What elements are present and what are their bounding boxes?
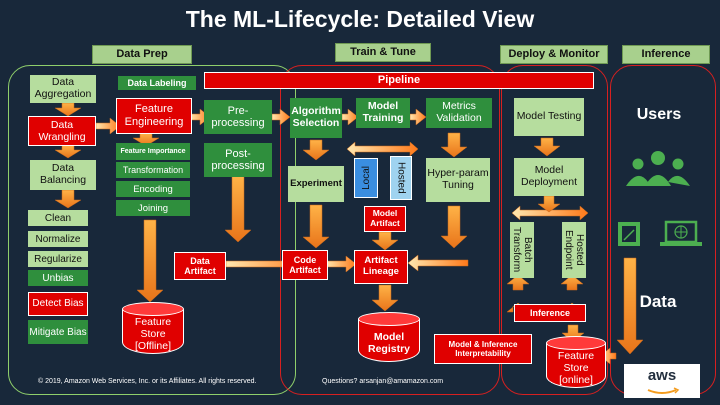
train-tune-region bbox=[280, 65, 500, 395]
metrics-validation-box: Metrics Validation bbox=[426, 98, 492, 128]
normalize-box: Normalize bbox=[28, 231, 88, 247]
model-training-box: Model Training bbox=[356, 98, 410, 128]
pipeline-bar: Pipeline bbox=[204, 72, 594, 89]
regularize-box: Regularize bbox=[28, 251, 88, 267]
header-inference: Inference bbox=[622, 45, 710, 64]
data-balancing-box: Data Balancing bbox=[30, 160, 96, 190]
code-artifact-box: Code Artifact bbox=[282, 250, 328, 280]
arrow-model-artifact-lineage bbox=[371, 231, 399, 251]
model-testing-box: Model Testing bbox=[514, 98, 584, 136]
arrow-postproc-data-artifact bbox=[224, 175, 252, 243]
data-prep-region bbox=[8, 65, 296, 395]
feature-store-offline-label: Feature Store [Offline] bbox=[122, 309, 184, 354]
data-artifact-box: Data Artifact bbox=[174, 252, 226, 280]
arrow-fs-offline bbox=[136, 219, 164, 303]
arrow-deploy-split bbox=[511, 205, 589, 221]
feature-store-online-label: Feature Store [online] bbox=[546, 343, 606, 388]
arrow-experiment-code bbox=[302, 204, 330, 249]
batch-transform-box: Batch Transform bbox=[510, 222, 534, 278]
mitigate-bias-box: Mitigate Bias bbox=[28, 320, 88, 344]
arrow-balancing-clean bbox=[54, 189, 82, 209]
deploy-monitor-region bbox=[501, 65, 608, 395]
interpretability-box: Model & Inference Interpretability bbox=[434, 334, 532, 364]
model-artifact-box: Model Artifact bbox=[364, 206, 406, 232]
arrow-tuning-lineage bbox=[440, 205, 468, 249]
local-label: Local bbox=[360, 166, 372, 190]
arrow-testing-deployment bbox=[533, 137, 561, 157]
detect-bias-box: Detect Bias bbox=[28, 292, 88, 316]
arrow-hosted-back bbox=[346, 141, 419, 157]
arrow-batch-up bbox=[506, 274, 530, 291]
arrow-train-experiment bbox=[302, 139, 330, 161]
aws-logo-text: aws bbox=[647, 367, 677, 384]
aws-logo: aws bbox=[624, 364, 700, 398]
experiment-box: Experiment bbox=[288, 166, 344, 202]
users-label: Users bbox=[636, 106, 682, 123]
clean-box: Clean bbox=[28, 210, 88, 226]
arrow-code-lineage bbox=[325, 255, 357, 273]
joining-box: Joining bbox=[116, 200, 190, 216]
data-labeling-box: Data Labeling bbox=[118, 76, 196, 90]
feature-store-offline-cylinder: Feature Store [Offline] bbox=[122, 302, 184, 354]
hosted-endpoint-box: Hosted Endpoint bbox=[562, 222, 586, 278]
arrow-hosted-up bbox=[560, 274, 584, 291]
hyperparam-tuning-box: Hyper-param Tuning bbox=[426, 158, 490, 202]
header-deploy-monitor: Deploy & Monitor bbox=[500, 45, 608, 64]
copyright-text: © 2019, Amazon Web Services, Inc. or its… bbox=[38, 378, 257, 385]
model-deployment-box: Model Deployment bbox=[514, 158, 584, 196]
algorithm-selection-box: Algorithm Selection bbox=[290, 98, 342, 138]
artifact-lineage-box: Artifact Lineage bbox=[354, 250, 408, 284]
arrow-metrics-tuning bbox=[440, 132, 468, 158]
local-box: Local bbox=[354, 158, 378, 198]
arrow-preproc-algo bbox=[271, 108, 291, 126]
arrow-data-down bbox=[616, 257, 644, 355]
hosted-endpoint-label: Hosted Endpoint bbox=[563, 230, 585, 270]
page-title: The ML-Lifecycle: Detailed View bbox=[185, 6, 535, 32]
batch-transform-label: Batch Transform bbox=[511, 227, 533, 273]
encoding-box: Encoding bbox=[116, 181, 190, 197]
header-train-tune: Train & Tune bbox=[335, 43, 431, 62]
feature-store-online-cylinder: Feature Store [online] bbox=[546, 336, 606, 388]
hosted-label: Hosted bbox=[395, 162, 407, 194]
arrow-training-metrics bbox=[409, 108, 427, 126]
questions-text: Questions? arsanjan@amamazon.com bbox=[322, 378, 444, 385]
model-registry-cylinder: Model Registry bbox=[358, 312, 420, 362]
arrow-wrangling-balancing bbox=[54, 144, 82, 159]
arrow-lineage-registry bbox=[371, 284, 399, 312]
arrow-algo-training bbox=[341, 108, 359, 126]
feature-engineering-box: Feature Engineering bbox=[116, 98, 192, 134]
model-registry-label: Model Registry bbox=[358, 319, 420, 362]
transformation-box: Transformation bbox=[116, 162, 190, 178]
feature-importance-box: Feature Importance bbox=[116, 143, 190, 160]
arrow-tuning-lineage-left bbox=[407, 254, 469, 272]
unbias-box: Unbias bbox=[28, 270, 88, 286]
aws-smile-icon bbox=[647, 387, 680, 394]
header-data-prep: Data Prep bbox=[92, 45, 192, 64]
hosted-box: Hosted bbox=[390, 156, 412, 200]
arrow-wrangling-fe bbox=[95, 117, 121, 135]
postprocessing-box: Post-processing bbox=[204, 143, 272, 177]
arrow-aggregation-wrangling bbox=[54, 102, 82, 117]
arrow-deployment-down bbox=[537, 195, 561, 213]
data-wrangling-box: Data Wrangling bbox=[28, 116, 96, 146]
inference-box: Inference bbox=[514, 304, 586, 322]
data-label: Data bbox=[639, 292, 677, 311]
data-aggregation-box: Data Aggregation bbox=[30, 75, 96, 103]
preprocessing-box: Pre-processing bbox=[204, 100, 272, 134]
